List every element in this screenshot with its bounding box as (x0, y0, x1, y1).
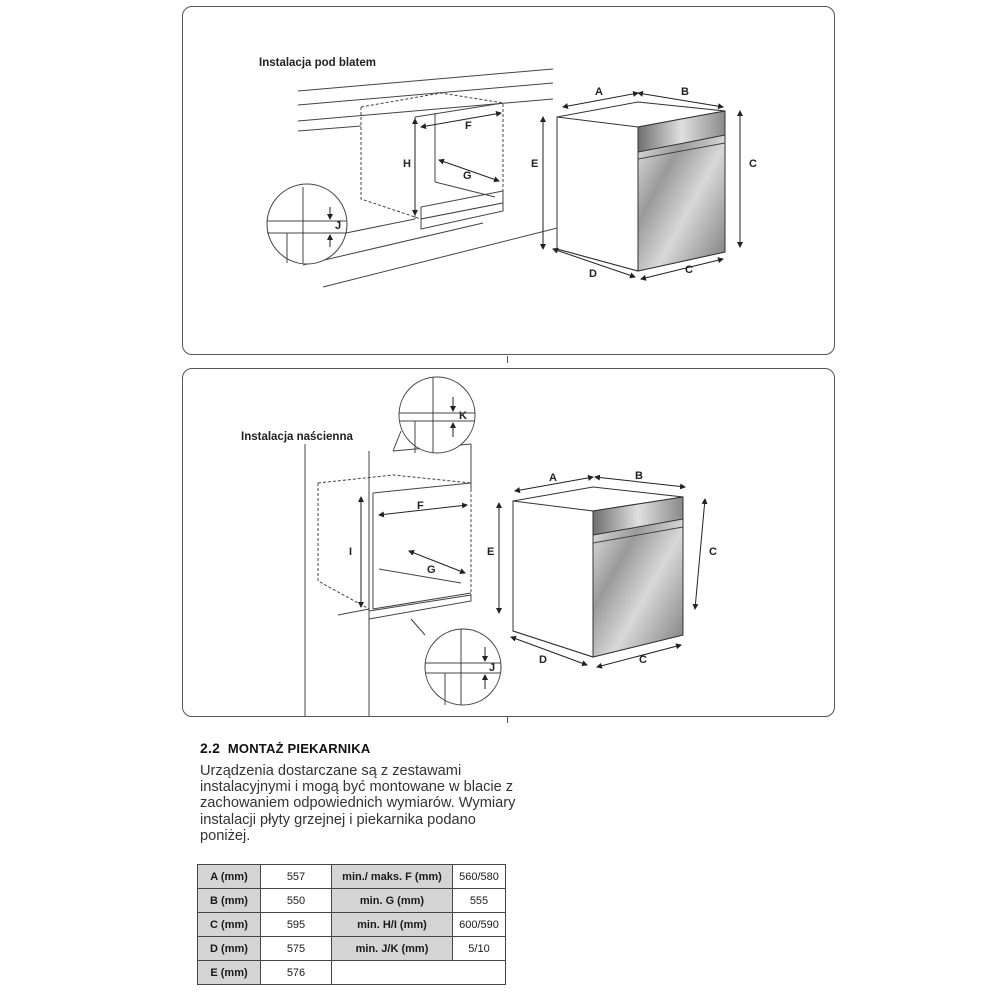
label-f: F (417, 500, 424, 512)
under-counter-diagram: F G H J (266, 68, 757, 288)
table-cell-value: 550 (260, 888, 332, 913)
oven-illustration (512, 486, 684, 658)
table-cell-value: 5/10 (452, 936, 506, 961)
label-d: D (589, 268, 597, 280)
label-g: G (427, 564, 436, 576)
table-cell-key: B (mm) (197, 888, 261, 913)
table-row: A (mm) 557 min./ maks. F (mm) 560/580 (197, 864, 506, 889)
label-d: D (539, 654, 547, 666)
table-cell-key: A (mm) (197, 864, 261, 889)
table-row: D (mm) 575 min. J/K (mm) 5/10 (197, 936, 506, 961)
label-a: A (595, 86, 603, 98)
table-row: C (mm) 595 min. H/I (mm) 600/590 (197, 912, 506, 937)
table-cell-key: min. J/K (mm) (331, 936, 453, 961)
label-j: J (489, 662, 495, 674)
diagram-title: Instalacja naścienna (241, 431, 353, 443)
table-cell-value: 557 (260, 864, 332, 889)
label-c-bottom: C (685, 264, 693, 276)
table-cell-value: 595 (260, 912, 332, 937)
label-e: E (487, 546, 494, 558)
label-i: I (349, 546, 352, 558)
label-k: K (459, 410, 467, 422)
oven-dimensions (496, 474, 708, 669)
label-j: J (335, 220, 341, 232)
label-h: H (403, 158, 411, 170)
detail-circle-j (410, 618, 502, 706)
table-cell-key: min./ maks. F (mm) (331, 864, 453, 889)
label-g: G (463, 170, 472, 182)
label-c-right: C (749, 158, 757, 170)
section-heading: 2.2 MONTAŻ PIEKARNIKA (200, 740, 370, 756)
table-cell-value: 555 (452, 888, 506, 913)
label-c-bottom: C (639, 654, 647, 666)
section-number: 2.2 (200, 740, 221, 756)
wall-diagram: F G I K J (304, 376, 717, 716)
table-cell-empty (331, 960, 506, 985)
divider-tick (507, 356, 508, 363)
countertop-lines (297, 68, 594, 288)
label-b: B (635, 470, 643, 482)
label-b: B (681, 86, 689, 98)
wall-cabinet-cavity (317, 474, 472, 620)
label-c-right: C (709, 546, 717, 558)
table-row: E (mm) 576 (197, 960, 506, 985)
detail-circle-j (266, 183, 416, 265)
table-cell-value: 600/590 (452, 912, 506, 937)
diagram-title: Instalacja pod blatem (259, 57, 376, 69)
oven-dimensions (540, 90, 743, 281)
divider-tick (507, 716, 508, 723)
table-cell-value: 560/580 (452, 864, 506, 889)
section-body-text: Urządzenia dostarczane są z zestawami in… (200, 763, 516, 844)
table-cell-key: min. H/I (mm) (331, 912, 453, 937)
table-cell-value: 575 (260, 936, 332, 961)
table-cell-key: D (mm) (197, 936, 261, 961)
dimensions-table: A (mm) 557 min./ maks. F (mm) 560/580 B … (197, 864, 506, 985)
label-e: E (531, 158, 538, 170)
cabinet-cavity (360, 92, 504, 230)
table-cell-key: C (mm) (197, 912, 261, 937)
table-cell-value: 576 (260, 960, 332, 985)
label-f: F (465, 120, 472, 132)
oven-illustration (556, 101, 726, 272)
label-a: A (549, 472, 557, 484)
table-cell-key: min. G (mm) (331, 888, 453, 913)
detail-circle-k (392, 376, 476, 454)
wall-cavity-dimensions (358, 496, 468, 608)
section-title: MONTAŻ PIEKARNIKA (227, 741, 371, 756)
cavity-dimensions (412, 110, 502, 216)
diagram-panel-under-counter: Instalacja pod blatem (182, 6, 835, 355)
table-cell-key: E (mm) (197, 960, 261, 985)
table-row: B (mm) 550 min. G (mm) 555 (197, 888, 506, 913)
diagram-panel-wall: Instalacja naścienna (182, 368, 835, 717)
